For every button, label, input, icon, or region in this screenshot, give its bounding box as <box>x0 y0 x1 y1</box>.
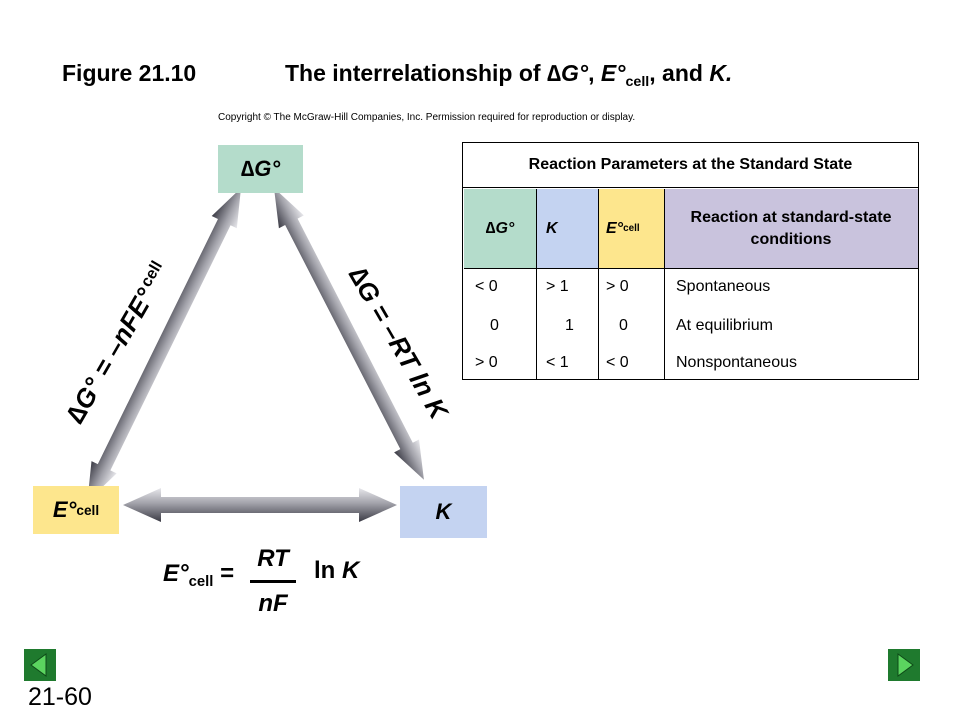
formula-fraction-bar <box>250 580 296 583</box>
formula-ln-k: ln K <box>314 557 359 585</box>
cell-row2-e: 0 <box>619 317 628 334</box>
formula-lhs-e: E° <box>163 560 189 587</box>
bottom-double-arrow <box>123 488 397 522</box>
cell-row3-g: > 0 <box>475 354 498 371</box>
cell-row1-g: < 0 <box>475 278 498 295</box>
header-e-cell-label: E° <box>606 219 624 237</box>
formula-lhs: E°cell = <box>163 560 234 590</box>
title-k: K. <box>709 60 733 86</box>
e-cell-box-label: E° <box>52 497 77 522</box>
column-divider <box>598 189 599 379</box>
title-e: E° <box>600 60 626 86</box>
cell-row1-e: > 0 <box>606 278 629 295</box>
figure-title: The interrelationship of ∆G°, E°cell, an… <box>285 60 732 90</box>
copyright-notice: Copyright © The McGraw-Hill Companies, I… <box>218 112 636 123</box>
cell-row1-reaction: Spontaneous <box>676 278 771 295</box>
cell-row1-k: > 1 <box>546 278 569 295</box>
header-delta-g: ∆G° <box>464 189 536 269</box>
column-divider <box>536 189 537 379</box>
reaction-parameters-table: Reaction Parameters at the Standard Stat… <box>462 142 919 380</box>
forward-nav-button[interactable] <box>888 649 920 681</box>
table-title: Reaction Parameters at the Standard Stat… <box>463 143 918 188</box>
header-k: K <box>536 189 598 269</box>
cell-row2-k: 1 <box>565 317 574 334</box>
title-sep-2: , and <box>649 60 710 86</box>
left-double-arrow <box>87 188 241 502</box>
back-nav-button[interactable] <box>24 649 56 681</box>
forward-arrow-icon <box>897 653 914 677</box>
title-sep-1: , <box>588 60 601 86</box>
cell-row3-e: < 0 <box>606 354 629 371</box>
header-e-cell-sub: cell <box>623 223 640 234</box>
cell-row3-reaction: Nonspontaneous <box>676 354 797 371</box>
header-e-cell: E°cell <box>598 189 664 269</box>
formula-numerator: RT <box>257 545 289 572</box>
formula-denominator: nF <box>258 590 288 617</box>
figure-label: Figure 21.10 <box>62 60 197 86</box>
title-prefix: The interrelationship of <box>285 60 547 86</box>
e-cell-box: E°cell <box>33 486 119 534</box>
header-reaction: Reaction at standard-state conditions <box>664 189 918 269</box>
cell-row2-g: 0 <box>490 317 499 334</box>
column-divider <box>664 189 665 379</box>
title-delta-g: ∆G° <box>546 60 589 86</box>
formula-k: K <box>342 557 360 584</box>
formula-ln: ln <box>314 557 342 584</box>
back-arrow-icon <box>30 653 47 677</box>
formula-equals: = <box>213 560 235 587</box>
k-box: K <box>400 486 487 538</box>
right-double-arrow <box>274 188 424 480</box>
title-cell-sub: cell <box>625 73 650 90</box>
delta-g-box: ∆G° <box>218 145 303 193</box>
cell-row2-reaction: At equilibrium <box>676 317 773 334</box>
cell-row3-k: < 1 <box>546 354 569 371</box>
e-cell-box-sub: cell <box>76 502 100 518</box>
formula-lhs-sub: cell <box>188 574 214 591</box>
slide-number: 21-60 <box>28 683 92 711</box>
